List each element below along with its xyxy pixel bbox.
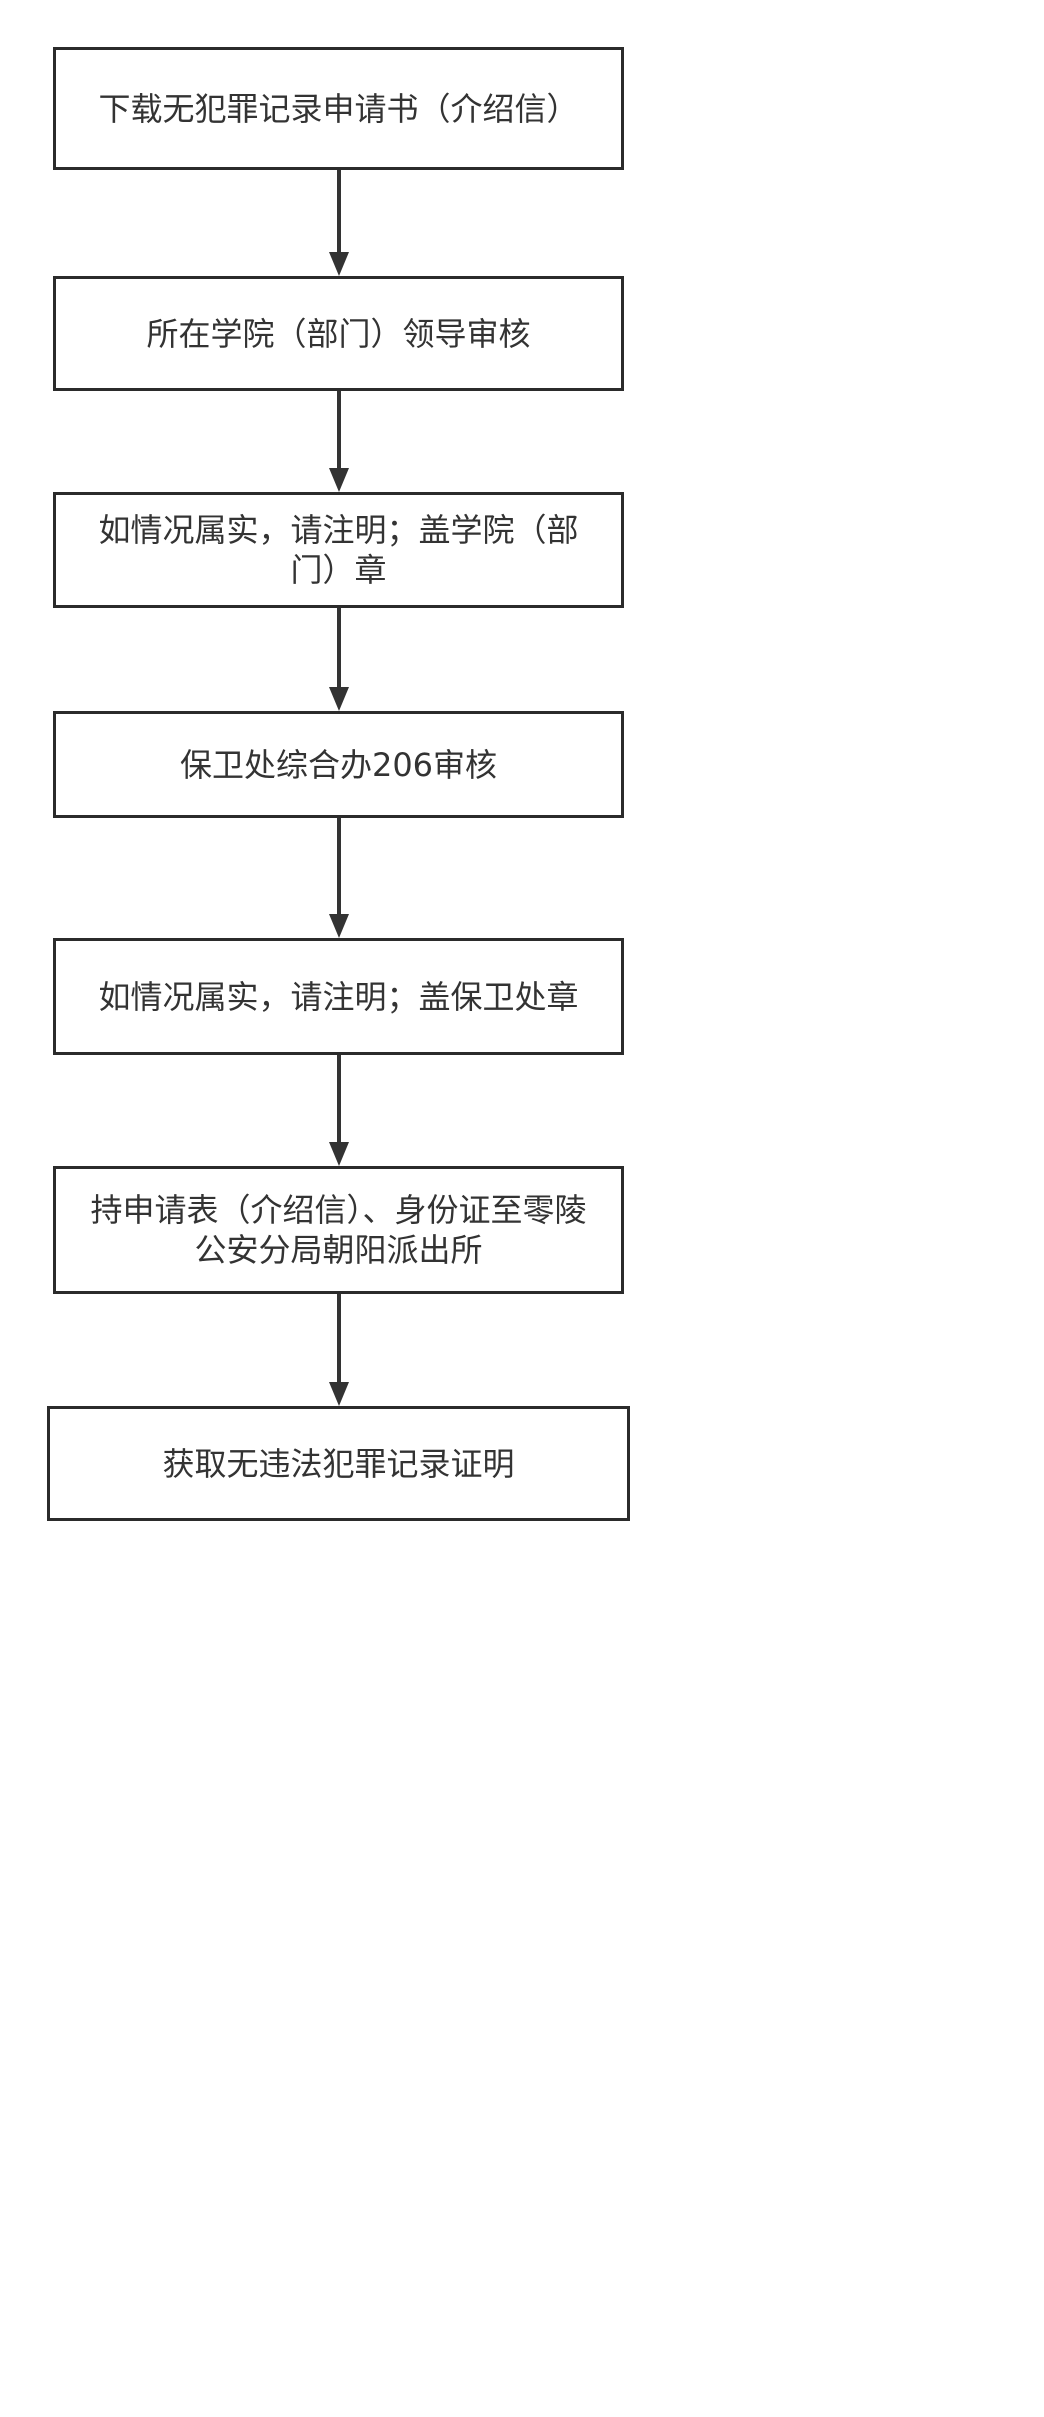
arrowhead (329, 687, 349, 711)
step-police-station-box: 持申请表（介绍信）、身份证至零陵公安分局朝阳派出所 (53, 1166, 624, 1294)
step-certificate-box: 获取无违法犯罪记录证明 (47, 1406, 630, 1521)
step-police-station-label: 持申请表（介绍信）、身份证至零陵公安分局朝阳派出所 (90, 1191, 587, 1269)
step-download-box: 下载无犯罪记录申请书（介绍信） (53, 47, 624, 170)
flowchart-canvas: 下载无犯罪记录申请书（介绍信） 所在学院（部门）领导审核 如情况属实，请注明；盖… (0, 0, 680, 1568)
connector-layer (329, 170, 349, 1406)
arrowhead (329, 468, 349, 492)
step-security-stamp-label: 如情况属实，请注明；盖保卫处章 (98, 977, 579, 1016)
arrowhead (329, 1382, 349, 1406)
step-certificate-label: 获取无违法犯罪记录证明 (162, 1444, 515, 1483)
arrowhead (329, 1142, 349, 1166)
step-security-review-box: 保卫处综合办206审核 (53, 711, 624, 818)
arrowhead (329, 252, 349, 276)
step-download-label: 下载无犯罪记录申请书（介绍信） (98, 89, 579, 128)
step-college-review-label: 所在学院（部门）领导审核 (146, 314, 531, 353)
arrowhead (329, 914, 349, 938)
step-security-review-label: 保卫处综合办206审核 (179, 745, 498, 784)
step-security-stamp-box: 如情况属实，请注明；盖保卫处章 (53, 938, 624, 1055)
step-college-stamp-box: 如情况属实，请注明；盖学院（部门）章 (53, 492, 624, 608)
step-college-stamp-label: 如情况属实，请注明；盖学院（部门）章 (98, 511, 579, 589)
step-college-review-box: 所在学院（部门）领导审核 (53, 276, 624, 391)
